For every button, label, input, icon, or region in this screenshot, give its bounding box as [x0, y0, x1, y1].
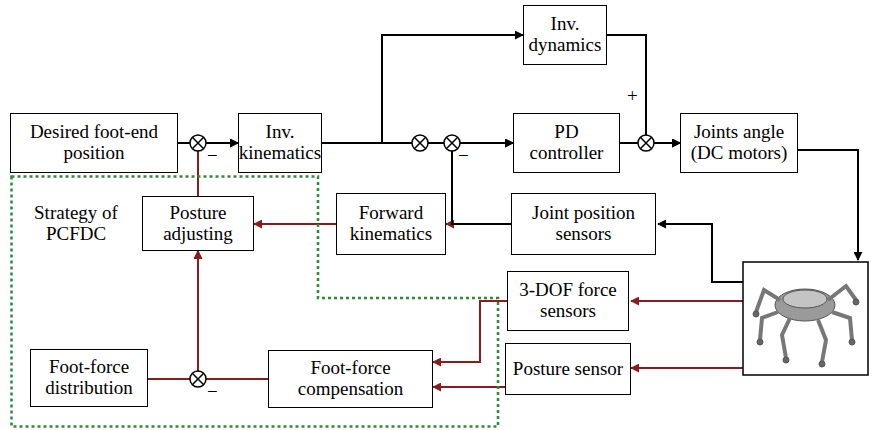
process-box: Joint position sensors — [511, 193, 656, 255]
box-label: Joint position sensors — [516, 203, 651, 245]
sign-label: − — [207, 146, 218, 165]
feedback-arrow — [433, 386, 505, 388]
force-sensor-wire — [631, 300, 743, 302]
box-label: PD controller — [518, 122, 615, 164]
box-label: Inv. kinematics — [239, 122, 321, 164]
process-box: 3-DOF force sensors — [507, 271, 629, 331]
joint-sensor-wire — [658, 224, 743, 282]
summing-junction — [638, 135, 654, 151]
box-label: Desired foot-end position — [15, 122, 173, 164]
region-title: Strategy of PCFDC — [16, 203, 136, 245]
box-label: Foot-force compensation — [273, 358, 428, 400]
box-label: 3-DOF force sensors — [512, 280, 624, 322]
summing-junction — [444, 135, 460, 151]
process-box: Foot-force compensation — [268, 350, 433, 408]
hexapod-robot — [753, 286, 859, 367]
dotted-outline — [12, 177, 499, 427]
box-label: Forward kinematics — [341, 203, 441, 245]
box-label: Posture adjusting — [147, 203, 249, 245]
signal-arrow — [178, 142, 238, 144]
process-box: Forward kinematics — [336, 193, 446, 255]
box-label: Inv. dynamics — [528, 14, 602, 56]
sign-label: + — [627, 86, 638, 105]
process-box: Posture sensor — [505, 343, 631, 395]
box-label: Foot-force distribution — [35, 357, 143, 399]
motor-wire — [798, 150, 858, 260]
process-box: Posture adjusting — [142, 196, 254, 251]
sign-label: − — [207, 382, 218, 401]
feedback-arrow — [148, 251, 198, 379]
feedback-arrow — [198, 143, 238, 196]
process-box: Desired foot-end position — [10, 113, 178, 173]
feedback-arrow — [198, 251, 268, 379]
signal-arrow — [452, 143, 513, 224]
feedback-arrow — [254, 223, 336, 225]
summing-junction — [190, 135, 206, 151]
sign-label: − — [458, 146, 469, 165]
box-label: Posture sensor — [513, 359, 623, 380]
process-box: Inv. dynamics — [523, 5, 607, 65]
posture-sensor-wire — [631, 367, 743, 369]
feedback-arrow — [433, 301, 507, 362]
robot-frame — [743, 262, 868, 375]
box-label: Joints angle (DC motors) — [685, 122, 793, 164]
process-box: PD controller — [513, 113, 620, 173]
summing-junction — [190, 371, 206, 387]
process-box: Inv. kinematics — [238, 113, 322, 173]
signal-arrow — [322, 35, 523, 143]
summing-junction — [412, 135, 428, 151]
process-box: Joints angle (DC motors) — [680, 113, 798, 173]
process-box: Foot-force distribution — [30, 349, 148, 407]
